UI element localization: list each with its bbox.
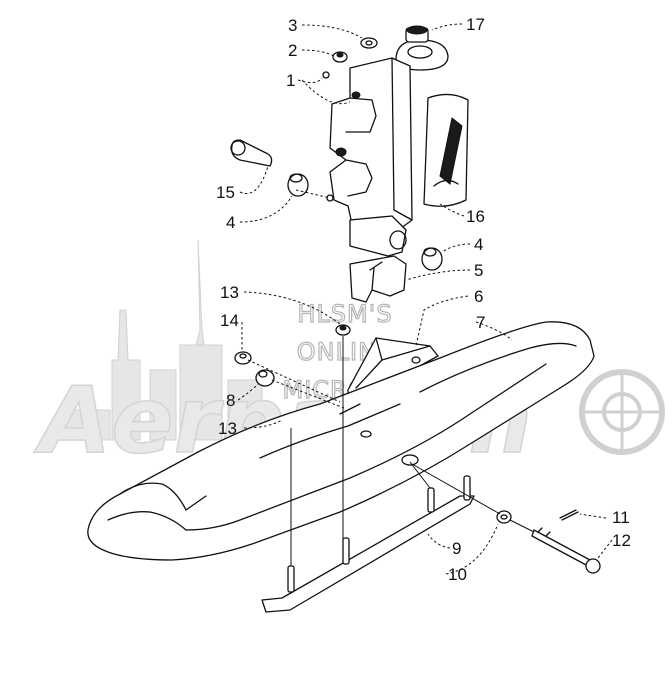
callout-9: 9 [452,539,461,558]
callout-14: 14 [220,311,239,330]
part-spindle-block [349,215,407,257]
callout-13-upper: 13 [220,283,239,302]
part-spindle [326,57,413,233]
callout-7: 7 [476,313,485,332]
callout-16: 16 [466,207,485,226]
callout-2: 2 [288,41,297,60]
part-8-spacer [255,369,275,387]
part-16-decal [423,93,469,207]
callout-11: 11 [612,508,630,527]
watermark-line-1: HLSM'S [297,300,392,328]
callout-4-right: 4 [474,235,483,254]
part-2-nut [332,51,348,63]
part-9-runner [261,475,475,613]
callout-5: 5 [474,261,483,280]
watermark-wheel [579,369,665,455]
part-4-bushing-right [421,247,443,271]
callout-4-left: 4 [226,213,235,232]
part-15-pin [230,139,273,167]
callout-8: 8 [226,391,235,410]
part-14-nut [234,351,252,365]
part-11-cotter-pin [559,509,579,521]
leader-lines [237,23,613,575]
part-13-nut-upper [335,324,351,336]
callout-3: 3 [288,16,297,35]
part-7-ski [87,321,595,561]
part-3-washer [360,37,378,49]
callouts: 3 2 1 17 15 4 16 4 5 13 6 7 14 8 13 9 10… [216,15,631,584]
part-1-bolt [322,71,330,79]
callout-12: 12 [612,531,631,550]
callout-1: 1 [286,71,295,90]
callout-6: 6 [474,287,483,306]
part-5-saddle [349,255,407,303]
part-4-bushing-left [287,173,309,197]
callout-17: 17 [466,15,485,34]
callout-15: 15 [216,183,235,202]
callout-10: 10 [448,565,467,584]
part-12-bolt [531,527,601,574]
callout-13-lower: 13 [218,419,237,438]
part-10-washer [496,510,512,524]
